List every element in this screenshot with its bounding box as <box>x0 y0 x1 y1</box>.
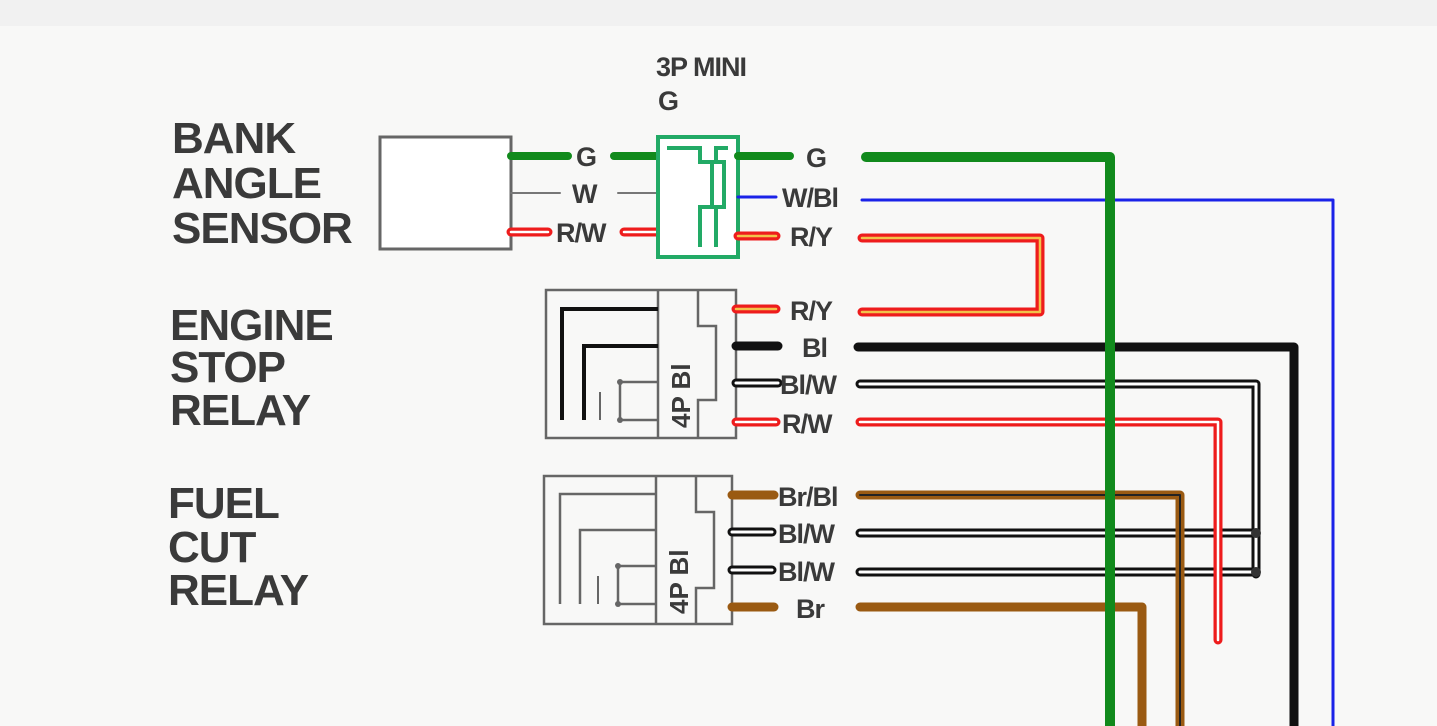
mini-connector <box>656 135 740 259</box>
wire-label-out-g: G <box>806 143 826 173</box>
engine-stop-relay-label: ENGINE STOP RELAY <box>170 301 334 435</box>
engine-stop-relay-label-line1: ENGINE <box>170 301 333 350</box>
bank-angle-sensor-label-line3: SENSOR <box>172 204 352 253</box>
wire-label-esr-blw: Bl/W <box>780 370 838 400</box>
wire-label-sensor-w: W <box>572 179 598 209</box>
mini-connector-label-line1: 3P MINI <box>656 52 746 82</box>
wire-label-out-wbl: W/Bl <box>782 183 838 213</box>
wire-run-blw-esr-tracer <box>858 382 1258 576</box>
engine-stop-relay-coil-outer <box>560 307 658 420</box>
fuel-cut-relay-label-line1: FUEL <box>168 479 279 528</box>
wire-label-fcr-br: Br <box>796 594 825 624</box>
fuel-cut-relay-node-1 <box>615 563 621 569</box>
wire-label-fcr-blw2: Bl/W <box>778 557 836 587</box>
mini-connector-key-right <box>714 146 728 247</box>
fuel-cut-relay-box <box>542 474 734 626</box>
wire-label-out-ry: R/Y <box>790 222 833 252</box>
fuel-cut-relay-label-line2: CUT <box>168 523 257 572</box>
engine-stop-relay-label-line3: RELAY <box>170 386 311 435</box>
wire-label-sensor-g: G <box>576 142 596 172</box>
wire-label-esr-rw: R/W <box>782 409 833 439</box>
wire-label-fcr-brbl: Br/Bl <box>778 482 838 512</box>
fuel-cut-relay-connector-label: 4P Bl <box>664 549 694 614</box>
engine-stop-relay-coil-inner <box>582 344 658 420</box>
engine-stop-relay: 4P Bl <box>544 288 738 440</box>
wire-run-brbl-tracer <box>859 494 1181 726</box>
splice-node-1 <box>1251 528 1261 538</box>
splice-node-2 <box>1251 567 1261 577</box>
wire-run-wbl <box>860 198 1335 726</box>
wire-run-ry-loop-tracer <box>860 236 1042 314</box>
wire-label-esr-ry: R/Y <box>790 296 833 326</box>
engine-stop-relay-node-2 <box>617 417 623 423</box>
fuel-cut-relay-coil-inner <box>578 528 656 604</box>
wire-label-esr-bl: Bl <box>802 333 827 363</box>
wire-label-fcr-blw1: Bl/W <box>778 519 836 549</box>
bank-angle-sensor-label-line2: ANGLE <box>172 159 321 208</box>
engine-stop-relay-connector-label: 4P Bl <box>666 363 696 428</box>
fuel-cut-relay-label: FUEL CUT RELAY <box>168 479 310 615</box>
wire-run-bl <box>853 342 1299 726</box>
fuel-cut-relay-key <box>694 476 716 624</box>
engine-stop-relay-label-line2: STOP <box>170 343 285 392</box>
bank-angle-sensor-label-line1: BANK <box>172 114 296 163</box>
wire-run-g <box>861 152 1115 726</box>
top-strip <box>0 0 1437 26</box>
engine-stop-relay-contact <box>618 380 658 422</box>
engine-stop-relay-key <box>696 290 718 438</box>
fuel-cut-relay: 4P Bl <box>542 474 734 626</box>
fuel-cut-relay-contact <box>616 564 656 606</box>
fuel-cut-relay-coil-outer <box>558 492 656 604</box>
mini-connector-key-left <box>667 146 714 247</box>
mini-connector-label: 3P MINI G <box>656 52 747 116</box>
engine-stop-relay-box <box>544 288 738 440</box>
fuel-cut-relay-node-2 <box>615 601 621 607</box>
bank-angle-sensor-label: BANK ANGLE SENSOR <box>172 114 353 253</box>
wire-run-rw-tracer <box>858 420 1220 642</box>
wire-run-br <box>855 602 1147 726</box>
fuel-cut-relay-label-line3: RELAY <box>168 566 309 615</box>
wire-label-sensor-rw: R/W <box>556 218 607 248</box>
engine-stop-relay-node-1 <box>617 379 623 385</box>
mini-connector-label-line2: G <box>658 86 678 116</box>
bank-angle-sensor-box <box>378 135 513 251</box>
